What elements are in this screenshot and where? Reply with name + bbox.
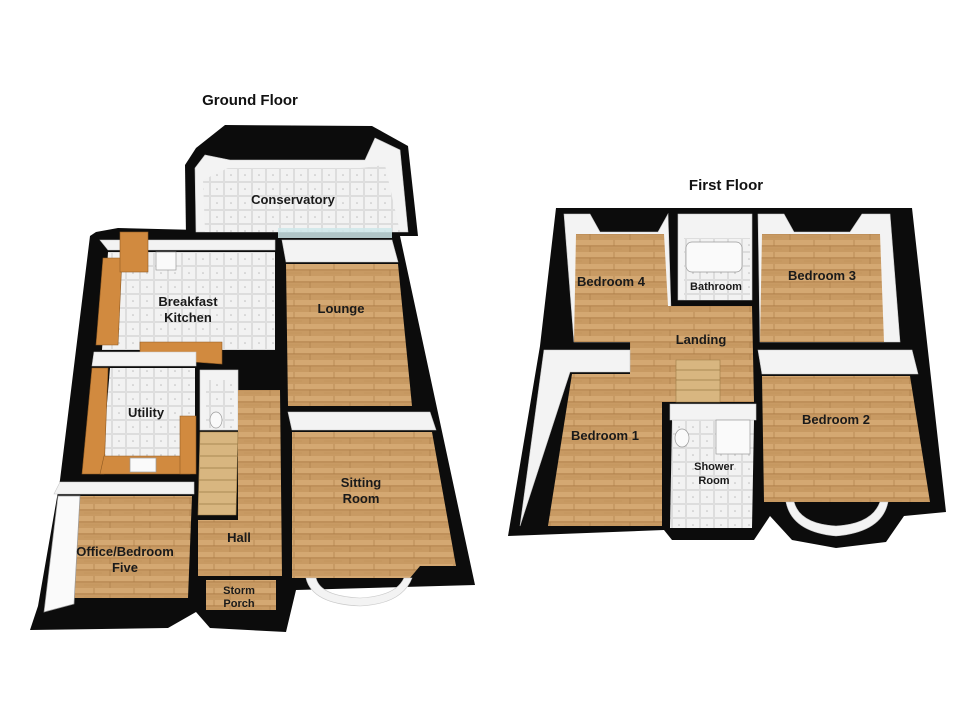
bedroom3-floor — [760, 234, 884, 342]
stair-treads — [199, 443, 238, 505]
storm-porch-label-line1: Storm — [223, 585, 255, 597]
utility-counter-right — [179, 415, 197, 475]
kitchen-label-line2: Kitchen — [164, 310, 212, 325]
first-floor: First Floor Bedr — [508, 177, 946, 548]
utility-inner-wall — [91, 351, 197, 367]
utility-floor — [102, 368, 195, 462]
kitchen-counter-left — [95, 257, 123, 346]
conservatory-floor — [203, 165, 400, 232]
office-label-line2: Five — [112, 560, 138, 575]
toilet-icon — [209, 411, 223, 429]
sitting-room-floor — [292, 432, 456, 578]
sitting-room-label-line2: Room — [343, 491, 380, 506]
landing-label: Landing — [676, 332, 727, 347]
lounge-inner-wall — [281, 239, 399, 263]
bedroom2-label: Bedroom 2 — [802, 412, 870, 427]
landing-staircase-icon — [675, 359, 721, 403]
sitting-room-inner-wall — [287, 411, 437, 431]
shower-toilet-icon — [674, 428, 690, 448]
conservatory-label: Conservatory — [251, 192, 336, 207]
kitchen-floor — [102, 252, 275, 350]
kitchen-cupboard — [119, 231, 149, 273]
office-floor — [74, 496, 192, 598]
bedroom3-label: Bedroom 3 — [788, 268, 856, 283]
first-floor-title: First Floor — [689, 177, 763, 194]
staircase-icon — [197, 431, 239, 516]
storm-porch-label-line2: Porch — [223, 598, 254, 610]
office-inner-wall — [53, 481, 195, 495]
bay-window — [305, 577, 413, 607]
bedroom1-label: Bedroom 1 — [571, 428, 639, 443]
utility-sink-icon — [129, 457, 157, 473]
shower-room-label-line2: Room — [698, 475, 729, 487]
landing-stair-treads — [676, 369, 720, 391]
ground-floor-title: Ground Floor — [202, 92, 298, 109]
shower-room-label-line1: Shower — [694, 461, 734, 473]
bedroom1-floor — [548, 374, 662, 526]
bathroom-label: Bathroom — [690, 281, 742, 293]
ground-floor: Ground Floor — [30, 92, 475, 632]
hall-label: Hall — [227, 530, 251, 545]
lounge-floor — [286, 264, 412, 406]
bedroom2-inner-wall — [757, 349, 919, 375]
hall-floor — [198, 390, 282, 576]
shower-room-inner-wall — [669, 403, 757, 421]
kitchen-sink-icon — [155, 251, 177, 271]
bedroom2-floor — [762, 376, 930, 502]
first-floor-bay-window — [785, 501, 889, 537]
bedroom1-inner-wall — [519, 349, 631, 527]
storm-porch-floor — [206, 580, 276, 610]
sitting-room-label-line1: Sitting — [341, 475, 381, 490]
bedroom4-label: Bedroom 4 — [577, 274, 646, 289]
conservatory-glass — [278, 228, 392, 238]
office-label-line1: Office/Bedroom — [76, 544, 174, 559]
kitchen-label-line1: Breakfast — [158, 294, 218, 309]
lounge-label: Lounge — [318, 301, 365, 316]
utility-label: Utility — [128, 405, 165, 420]
office-side-wall — [43, 495, 81, 613]
bath-icon — [685, 241, 743, 273]
shower-tray-icon — [715, 419, 751, 455]
